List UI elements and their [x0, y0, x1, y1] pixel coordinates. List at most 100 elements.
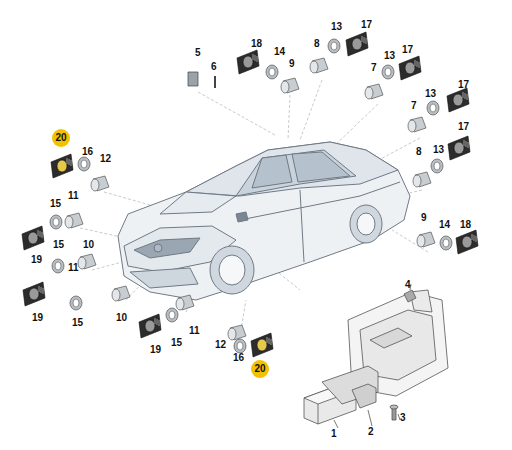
- sensor-bracket: [448, 136, 470, 160]
- callout-number: 14: [439, 220, 450, 230]
- bracket-ring: [57, 160, 67, 172]
- callout-number: 9: [289, 59, 295, 69]
- callout-number: 13: [331, 22, 342, 32]
- ring-outer: [70, 296, 82, 310]
- ring-hole: [443, 239, 449, 247]
- ring-outer: [440, 236, 452, 250]
- sensor-ring: [166, 308, 178, 322]
- sensor-ring: [382, 65, 394, 79]
- bracket-rib: [463, 92, 464, 98]
- bracket-rib: [362, 36, 363, 42]
- bracket-ring: [454, 142, 464, 154]
- bracket-rib: [255, 55, 256, 61]
- sensor-ring: [50, 215, 62, 229]
- bracket-rib: [253, 54, 254, 60]
- screw-shank: [214, 76, 216, 88]
- bracket-rib: [69, 159, 70, 165]
- callout-circle: 20: [52, 129, 70, 147]
- ring-outer: [52, 259, 64, 273]
- callout-number: 15: [171, 338, 182, 348]
- unit-body: [188, 72, 198, 86]
- bracket-rib: [468, 142, 469, 148]
- ring-hole: [237, 342, 243, 350]
- sensor-ring: [328, 39, 340, 53]
- bracket-rib: [42, 232, 43, 238]
- callout-number: 17: [402, 45, 413, 55]
- control-unit-mount: [304, 284, 448, 428]
- callout-number: 17: [458, 80, 469, 90]
- callout-number: 6: [211, 62, 217, 72]
- sensor-ring: [234, 339, 246, 353]
- sensor-face: [417, 235, 425, 247]
- bracket-rib: [366, 38, 367, 44]
- sensor-ring: [431, 159, 443, 173]
- bracket-rib: [465, 93, 466, 99]
- ring-outer: [166, 308, 178, 322]
- callout-number: 11: [68, 191, 79, 201]
- callout-number: 10: [83, 240, 94, 250]
- ring-outer: [382, 65, 394, 79]
- bracket-rib: [39, 286, 40, 292]
- callout-number: 5: [195, 48, 201, 58]
- callout-number: 8: [314, 39, 320, 49]
- sensor-ring: [52, 259, 64, 273]
- ring-hole: [55, 262, 61, 270]
- bracket-rib: [419, 62, 420, 68]
- callout-number: 4: [405, 280, 411, 290]
- callout-number: 20: [254, 364, 265, 374]
- bracket-rib: [417, 61, 418, 67]
- sensor-ring: [427, 101, 439, 115]
- sensor-face: [228, 328, 236, 340]
- bracket-rib: [271, 339, 272, 345]
- callout-number: 11: [189, 326, 200, 336]
- bracket-plate: [251, 333, 273, 357]
- callout-number: 15: [50, 199, 61, 209]
- bracket-rib: [415, 60, 416, 66]
- ring-hole: [331, 42, 337, 50]
- callout-number: 15: [72, 318, 83, 328]
- sensor-ring: [266, 65, 278, 79]
- bracket-ring: [462, 236, 472, 248]
- callout-number: 18: [251, 39, 262, 49]
- sensor-face: [91, 179, 99, 191]
- ring-hole: [81, 160, 87, 168]
- sensor-bracket: [22, 226, 44, 250]
- callout-number: 10: [116, 313, 127, 323]
- parking-sensor: [228, 325, 246, 340]
- callout-number: 8: [416, 147, 422, 157]
- sensor-face: [176, 298, 184, 310]
- sensor-ring: [70, 296, 82, 310]
- bracket-ring: [352, 38, 362, 50]
- ring-outer: [328, 39, 340, 53]
- bracket-rib: [464, 140, 465, 146]
- callout-number: 19: [31, 255, 42, 265]
- sensor-ring: [78, 157, 90, 171]
- callout-number: 12: [215, 340, 226, 350]
- sensor-bracket: [399, 56, 421, 80]
- bracket-plate: [447, 88, 469, 112]
- sensor-bracket: [251, 333, 273, 357]
- bracket-ring: [453, 94, 463, 106]
- ring-outer: [234, 339, 246, 353]
- sensor-unit: [188, 72, 198, 86]
- bracket-rib: [257, 56, 258, 62]
- ring-outer: [431, 159, 443, 173]
- sensor-bracket: [447, 88, 469, 112]
- parking-sensor: [91, 176, 109, 191]
- bracket-rib: [43, 288, 44, 294]
- bracket-plate: [448, 136, 470, 160]
- callout-number: 16: [233, 353, 244, 363]
- bracket-ring: [145, 320, 155, 332]
- ring-outer: [266, 65, 278, 79]
- bracket-plate: [346, 32, 368, 56]
- callout-number: 9: [421, 213, 427, 223]
- parking-sensor: [417, 232, 435, 247]
- bracket-plate: [23, 282, 45, 306]
- bracket-plate: [139, 314, 161, 338]
- callout-number: 3: [400, 413, 406, 423]
- bracket-rib: [269, 338, 270, 344]
- sensor-ring: [440, 236, 452, 250]
- parking-sensor: [281, 78, 299, 93]
- sensor-bracket: [23, 282, 45, 306]
- ring-hole: [385, 68, 391, 76]
